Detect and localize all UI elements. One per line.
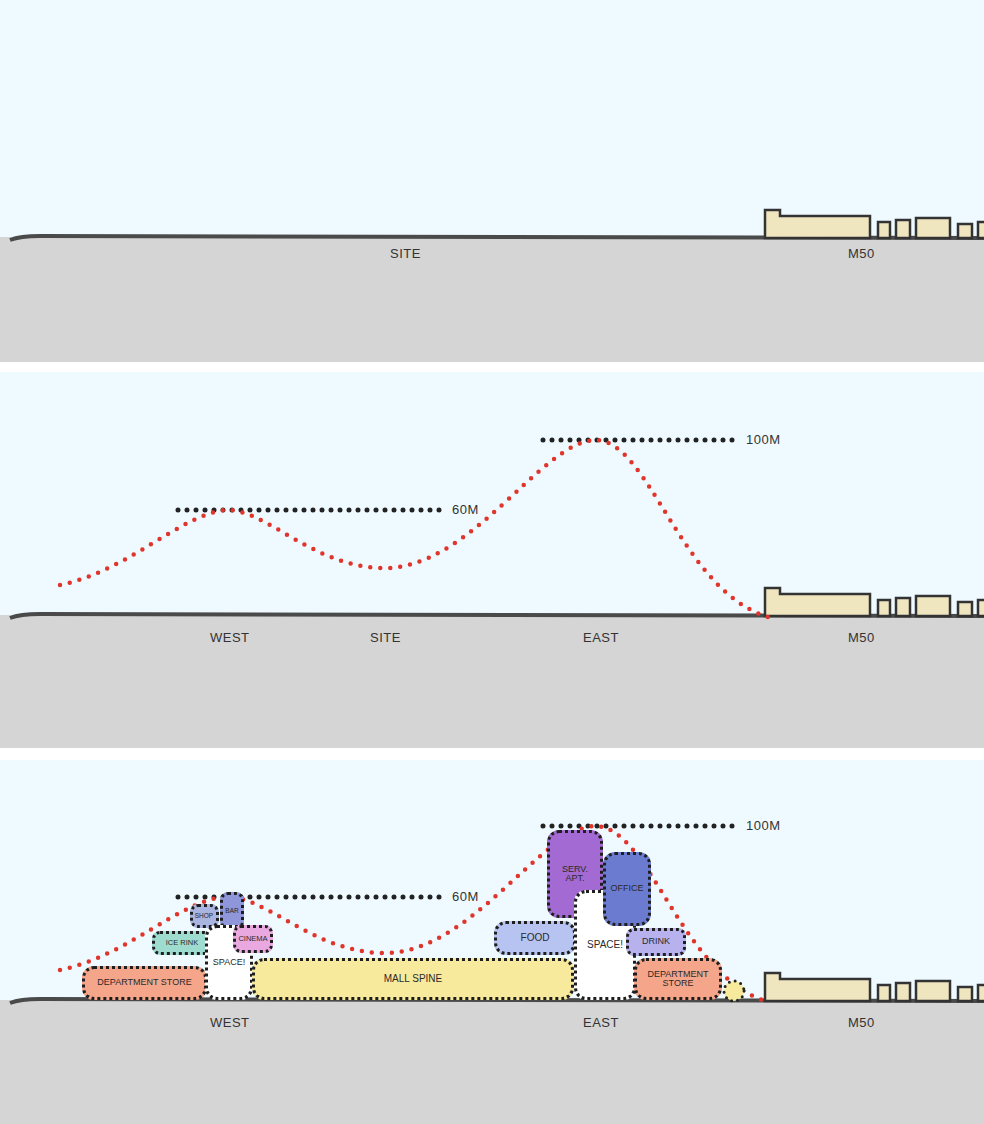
program-block: DEPARTMENT STORE: [634, 958, 722, 1000]
block-label: MALL SPINE: [384, 974, 443, 985]
block-label: ICE RINK: [166, 939, 199, 947]
sky: [0, 760, 984, 1124]
block-label: CINEMA: [238, 935, 267, 943]
block-label: SPACE!: [587, 940, 623, 951]
m50-buildings: [765, 210, 984, 238]
ground: [0, 1000, 984, 1124]
block-label: SPACE!: [213, 958, 245, 967]
program-block: OFFICE: [603, 852, 651, 926]
program-block: DRINK: [626, 928, 686, 956]
envelope-curve: [60, 826, 768, 1002]
program-block: DEPARTMENT STORE: [82, 966, 207, 1000]
height-line: [543, 824, 735, 829]
block-label: OFFICE: [611, 884, 644, 893]
height-line: [178, 508, 440, 513]
program-block: CINEMA: [233, 925, 273, 953]
block-label: FOOD: [521, 933, 550, 944]
program-block: ICE RINK: [152, 931, 212, 955]
place-label: SITE: [390, 246, 421, 261]
small-unit: [724, 981, 744, 1001]
height-line: [178, 895, 440, 900]
block-label: BAR: [225, 908, 238, 915]
sky: [0, 372, 984, 748]
place-label: EAST: [583, 630, 619, 645]
height-label: 100M: [746, 432, 781, 447]
place-label: EAST: [583, 1015, 619, 1030]
height-label: 60M: [452, 502, 479, 517]
block-label: SHOP: [195, 913, 213, 920]
block-label: DEPARTMENT STORE: [97, 978, 191, 987]
ground: [0, 615, 984, 748]
height-label: 100M: [746, 818, 781, 833]
place-label: WEST: [210, 630, 250, 645]
place-label: SITE: [370, 630, 401, 645]
height-label: 60M: [452, 889, 479, 904]
place-label: WEST: [210, 1015, 250, 1030]
m50-buildings: [765, 588, 984, 616]
place-label: M50: [848, 1015, 875, 1030]
envelope-curve: [60, 440, 768, 617]
program-block: FOOD: [494, 921, 576, 955]
block-label: SERV. APT.: [552, 865, 598, 884]
place-label: M50: [848, 246, 875, 261]
place-label: M50: [848, 630, 875, 645]
block-label: DEPARTMENT STORE: [637, 970, 719, 989]
height-line: [543, 438, 735, 443]
program-block: MALL SPINE: [252, 958, 574, 1000]
m50-buildings: [765, 973, 984, 1001]
block-label: DRINK: [642, 937, 670, 946]
sky: [0, 0, 984, 362]
ground: [0, 237, 984, 362]
